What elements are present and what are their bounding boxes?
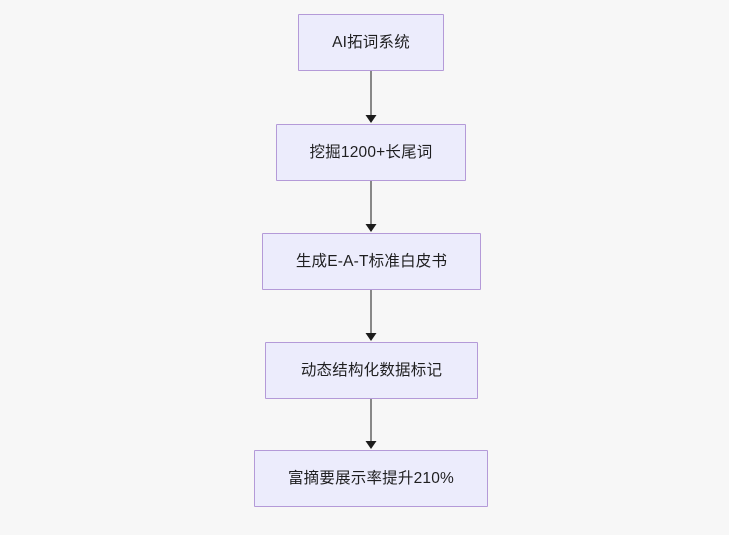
flowchart-node-mine-longtail-keywords[interactable]: 挖掘1200+长尾词 [276,124,466,181]
node-label: 富摘要展示率提升210% [287,469,455,487]
node-label: AI拓词系统 [332,33,410,51]
arrowhead-icon [365,224,377,232]
flowchart-node-ai-keyword-system[interactable]: AI拓词系统 [298,14,444,71]
arrowhead-icon [365,441,377,449]
node-label: 动态结构化数据标记 [300,361,443,379]
connector-node1-to-node2 [365,71,377,123]
flowchart-node-rich-snippet-rate-increase[interactable]: 富摘要展示率提升210% [254,450,488,507]
node-label: 挖掘1200+长尾词 [309,143,433,161]
arrowhead-icon [365,333,377,341]
arrowhead-icon [365,115,377,123]
flowchart-node-generate-eat-whitepaper[interactable]: 生成E-A-T标准白皮书 [262,233,481,290]
connector-node4-to-node5 [365,399,377,449]
node-label: 生成E-A-T标准白皮书 [295,252,448,270]
connector-node2-to-node3 [365,181,377,232]
flowchart-node-dynamic-structured-data-markup[interactable]: 动态结构化数据标记 [265,342,478,399]
connector-node3-to-node4 [365,290,377,341]
